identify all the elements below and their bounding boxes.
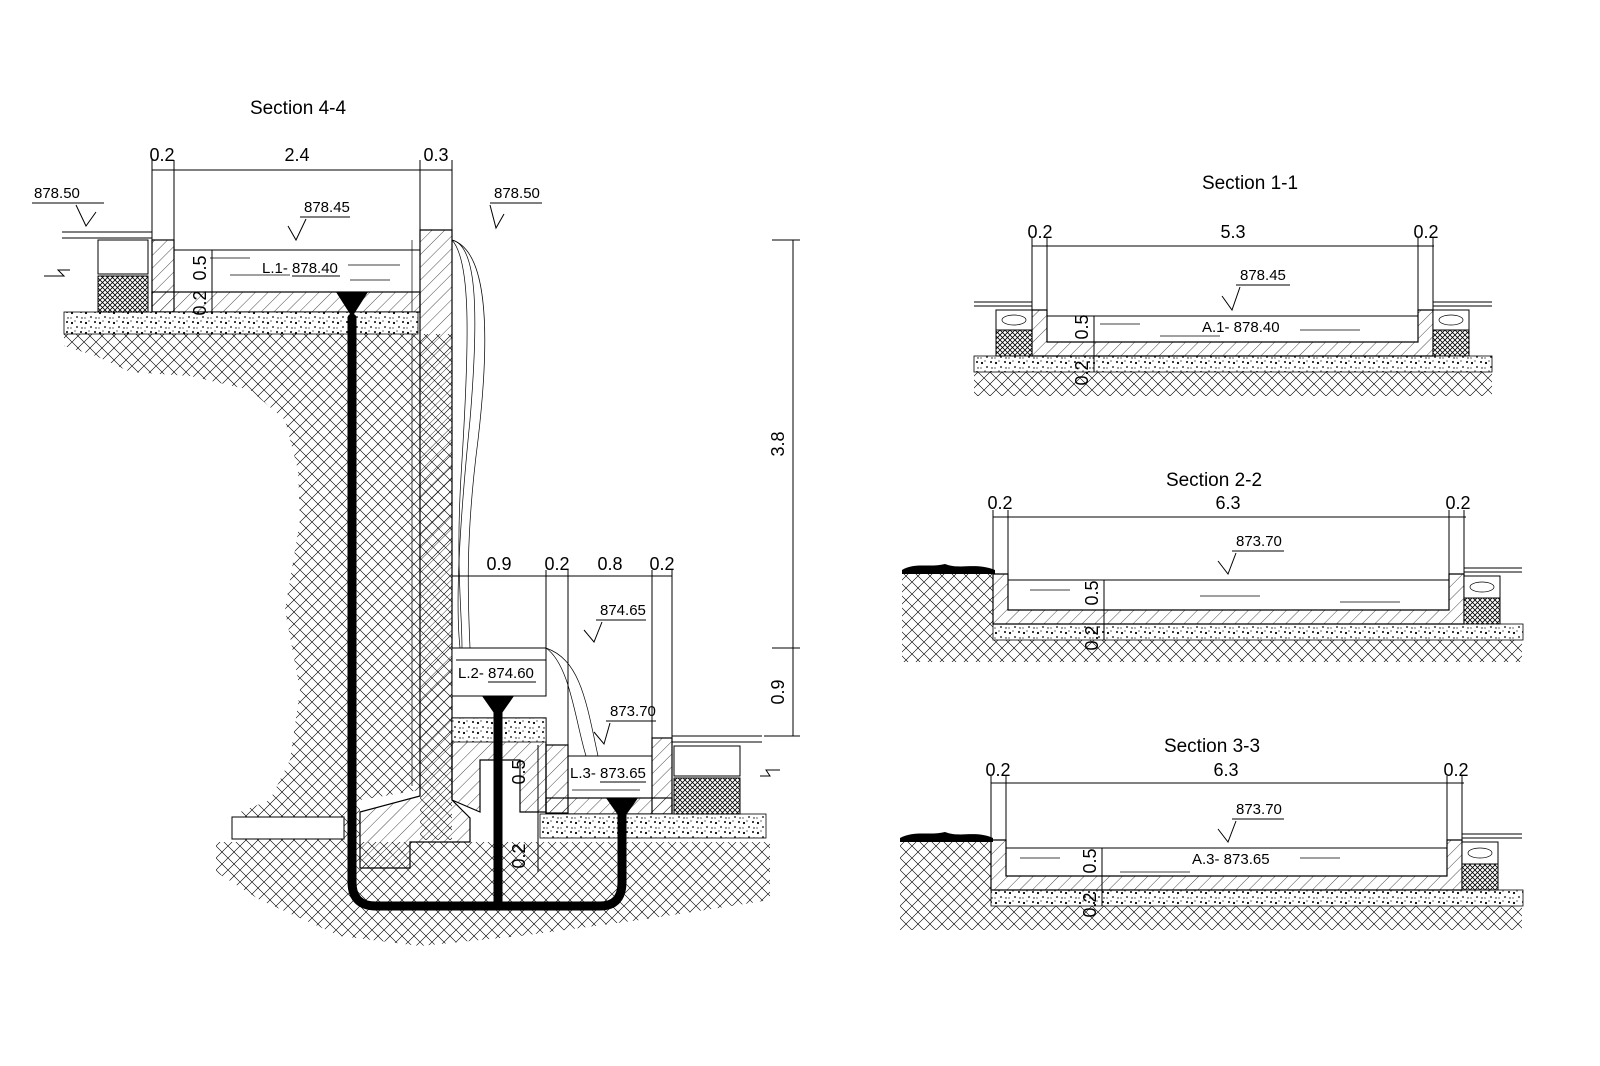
- s22-dim-small-1: 0.5: [1082, 580, 1102, 605]
- s11-dim-1: 0.2: [1027, 222, 1052, 242]
- s33-dim-3: 0.2: [1443, 760, 1468, 780]
- pool-l1-label: L.1- 878.40: [262, 260, 338, 277]
- dim-small-1: 0.5: [190, 255, 210, 280]
- level-ground-right-top: 878.50: [489, 185, 542, 230]
- svg-text:873.70: 873.70: [1236, 533, 1282, 550]
- dim-small-2: 0.2: [190, 290, 210, 315]
- s11-pool-shell: [1031, 309, 1434, 357]
- s33-dim-small-2: 0.2: [1080, 892, 1100, 917]
- foundation-slab: [231, 816, 345, 840]
- s22-pool-shell: [992, 573, 1465, 625]
- s11-level: 878.45: [1221, 267, 1290, 312]
- level-top-water: 878.45: [287, 199, 350, 242]
- level-ground-left: 878.50: [32, 185, 104, 227]
- svg-text:878.50: 878.50: [494, 185, 540, 202]
- dim-mid-2: 0.2: [544, 554, 569, 574]
- pool-l3-right-wall: [651, 737, 673, 815]
- soil-base: [216, 842, 770, 946]
- s22-mulch: [902, 564, 995, 574]
- pool-l2-label: L.2- 874.60: [458, 665, 534, 682]
- svg-text:878.50: 878.50: [34, 185, 80, 202]
- drain-funnel-l2: [482, 696, 514, 716]
- svg-text:873.70: 873.70: [1236, 801, 1282, 818]
- svg-text:874.65: 874.65: [600, 602, 646, 619]
- s33-dim-small-1: 0.5: [1080, 848, 1100, 873]
- section-4-4: Section 4-4: [32, 98, 800, 946]
- gravel-bed-lower: [539, 813, 767, 839]
- s22-dim-1: 0.2: [987, 493, 1012, 513]
- svg-text:873.70: 873.70: [610, 703, 656, 720]
- dim-top-3: 0.3: [423, 145, 448, 165]
- pool-l3-label: L.3- 873.65: [570, 765, 646, 782]
- section-3-3-title: Section 3-3: [1164, 736, 1260, 757]
- dim-mid-4: 0.2: [649, 554, 674, 574]
- s22-dim-small-2: 0.2: [1082, 625, 1102, 650]
- section-2-2: Section 2-2 0.2 6.3 0.2 873.70 0.5 0.2: [902, 470, 1524, 662]
- s33-pool-label: A.3- 873.65: [1192, 851, 1270, 868]
- dim-top-2: 2.4: [284, 145, 309, 165]
- section-1-1: Section 1-1 0.2 5.3 0.2 878.45 A.1- 878.…: [973, 173, 1493, 396]
- soil-mass: [64, 334, 420, 842]
- dim-small-3: 0.5: [509, 759, 529, 784]
- s33-pool-shell: [990, 839, 1463, 891]
- level-mid: 874.65: [583, 602, 646, 643]
- drain-funnel-l3: [606, 798, 638, 818]
- section-2-2-title: Section 2-2: [1166, 470, 1262, 491]
- svg-text:878.45: 878.45: [1240, 267, 1286, 284]
- s33-level: 873.70: [1217, 801, 1284, 844]
- dim-top-1: 0.2: [149, 145, 174, 165]
- s33-dim-2: 6.3: [1213, 760, 1238, 780]
- level-low: 873.70: [593, 703, 656, 746]
- retaining-wall: [359, 229, 471, 869]
- section-4-4-title: Section 4-4: [250, 98, 347, 119]
- section-3-3: Section 3-3 0.2 6.3 0.2 873.70 A.3- 873.…: [900, 736, 1524, 930]
- s11-dim-small-2: 0.2: [1072, 360, 1092, 385]
- svg-text:878.45: 878.45: [304, 199, 350, 216]
- s22-dim-3: 0.2: [1445, 493, 1470, 513]
- s22-dim-2: 6.3: [1215, 493, 1240, 513]
- edge-block-right: [673, 777, 741, 815]
- s22-level: 873.70: [1217, 533, 1284, 576]
- s33-dim-1: 0.2: [985, 760, 1010, 780]
- dim-mid-3: 0.8: [597, 554, 622, 574]
- dim-vert-1: 3.8: [768, 431, 788, 456]
- s11-pool-label: A.1- 878.40: [1202, 319, 1280, 336]
- dim-mid-1: 0.9: [486, 554, 511, 574]
- dim-small-4: 0.2: [509, 843, 529, 868]
- gravel-bed-upper: [63, 311, 419, 335]
- drain-funnel-l1: [336, 292, 368, 314]
- dim-vert-2: 0.9: [768, 679, 788, 704]
- s11-dim-3: 0.2: [1413, 222, 1438, 242]
- edge-block-left: [97, 275, 149, 313]
- s11-dim-2: 5.3: [1220, 222, 1245, 242]
- s33-mulch: [900, 832, 993, 842]
- drain-pipe-main: [347, 313, 627, 911]
- s11-dim-small-1: 0.5: [1072, 314, 1092, 339]
- section-1-1-title: Section 1-1: [1202, 173, 1298, 194]
